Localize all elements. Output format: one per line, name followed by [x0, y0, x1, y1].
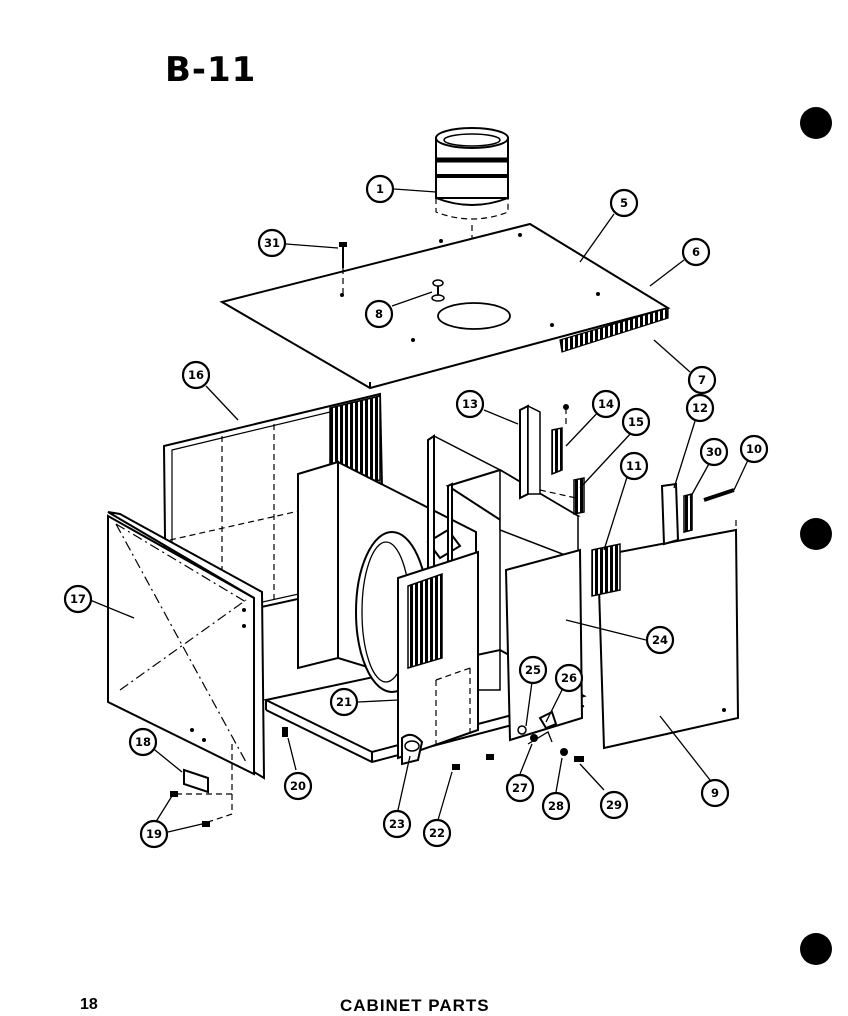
svg-text:7: 7 [698, 373, 706, 387]
svg-text:28: 28 [548, 799, 564, 813]
svg-text:11: 11 [626, 459, 642, 473]
svg-text:13: 13 [462, 397, 478, 411]
callout-23: 23 [382, 809, 412, 839]
callout-12: 12 [685, 393, 715, 423]
leader-lines [89, 188, 749, 833]
callout-30: 30 [699, 437, 729, 467]
top-fasteners [339, 242, 445, 302]
callout-7: 7 [687, 365, 717, 395]
vertical-channel-parts [519, 404, 735, 597]
callout-8: 8 [364, 299, 394, 329]
callout-16: 16 [181, 360, 211, 390]
svg-text:14: 14 [598, 397, 614, 411]
svg-text:6: 6 [692, 245, 700, 259]
callout-1: 1 [365, 174, 395, 204]
callout-22: 22 [422, 818, 452, 848]
svg-text:24: 24 [652, 633, 668, 647]
callout-14: 14 [591, 389, 621, 419]
binder-hole-top [800, 107, 832, 139]
callout-9: 9 [700, 778, 730, 808]
svg-text:21: 21 [336, 695, 352, 709]
svg-text:8: 8 [375, 307, 383, 321]
callout-21: 21 [329, 687, 359, 717]
svg-text:30: 30 [706, 445, 722, 459]
svg-text:23: 23 [389, 817, 405, 831]
svg-text:22: 22 [429, 826, 445, 840]
binder-hole-middle [800, 518, 832, 550]
svg-text:10: 10 [746, 442, 762, 456]
bracket-and-screws [170, 727, 288, 827]
svg-text:15: 15 [628, 415, 644, 429]
svg-text:31: 31 [264, 236, 280, 250]
callout-10: 10 [739, 434, 769, 464]
svg-text:29: 29 [606, 798, 622, 812]
callout-19: 19 [139, 819, 169, 849]
svg-text:25: 25 [525, 663, 541, 677]
svg-text:16: 16 [188, 368, 204, 382]
callout-26: 26 [554, 663, 584, 693]
svg-text:5: 5 [620, 196, 628, 210]
front-grille-panel [397, 550, 479, 766]
callout-6: 6 [681, 237, 711, 267]
callout-5: 5 [609, 188, 639, 218]
top-panel [219, 222, 671, 390]
callout-18: 18 [128, 727, 158, 757]
callout-31: 31 [257, 228, 287, 258]
svg-text:17: 17 [70, 592, 86, 606]
callout-29: 29 [599, 790, 629, 820]
svg-text:9: 9 [711, 786, 719, 800]
binder-hole-bottom [800, 933, 832, 965]
control-panel [504, 548, 584, 742]
callout-17: 17 [63, 584, 93, 614]
svg-text:27: 27 [512, 781, 528, 795]
svg-text:20: 20 [290, 779, 306, 793]
callout-27: 27 [505, 773, 535, 803]
collar-part [435, 127, 509, 290]
svg-text:18: 18 [135, 735, 151, 749]
page-number: 18 [80, 996, 98, 1013]
callout-13: 13 [455, 389, 485, 419]
callout-28: 28 [541, 791, 571, 821]
svg-text:1: 1 [376, 182, 384, 196]
page-title: B-11 [165, 50, 257, 90]
svg-text:12: 12 [692, 401, 708, 415]
left-side-panel [107, 511, 266, 780]
callout-11: 11 [619, 451, 649, 481]
callout-24: 24 [645, 625, 675, 655]
bottom-fasteners [452, 731, 584, 770]
page-caption: CABINET PARTS [340, 996, 490, 1015]
callout-25: 25 [518, 655, 548, 685]
callout-15: 15 [621, 407, 651, 437]
svg-text:19: 19 [146, 827, 162, 841]
svg-text:26: 26 [561, 671, 577, 685]
callout-20: 20 [283, 771, 313, 801]
